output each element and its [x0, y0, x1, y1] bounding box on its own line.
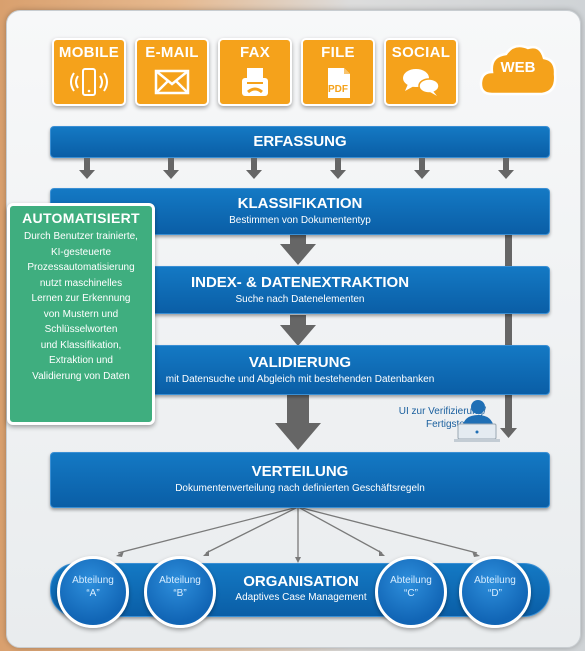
- automation-line: Durch Benutzer trainierte,: [24, 231, 138, 242]
- chat-bubbles-icon: [403, 69, 440, 96]
- source-web-label: WEB: [500, 59, 536, 76]
- department-c: Abteilung “C”: [375, 556, 447, 628]
- stage-validation-title: VALIDIERUNG: [248, 354, 352, 371]
- source-fax: FAX: [218, 38, 292, 106]
- source-social-label: SOCIAL: [391, 44, 451, 61]
- automation-box: AUTOMATISIERT Durch Benutzer trainierte,…: [7, 203, 155, 425]
- automation-text: Durch Benutzer trainierte, KI-gesteuerte…: [10, 229, 152, 384]
- automation-line: Prozessautomatisierung: [27, 262, 135, 273]
- right-bypass-arrow: [500, 233, 517, 438]
- stage-classification-subtitle: Bestimmen von Dokumententyp: [229, 215, 371, 226]
- automation-line: und Klassifikation,: [40, 339, 122, 351]
- source-email-label: E-MAIL: [145, 44, 199, 61]
- automation-line: Schlüsselworten: [44, 324, 118, 335]
- source-email: E-MAIL: [135, 38, 209, 106]
- organisation-subtitle: Adaptives Case Management: [235, 592, 367, 603]
- stage-extraction-subtitle: Suche nach Datenelementen: [235, 294, 365, 305]
- source-mobile-label: MOBILE: [58, 44, 120, 61]
- source-mobile: MOBILE: [52, 38, 126, 106]
- department-b-name: Abteilung: [159, 575, 201, 586]
- department-b-letter: “B”: [173, 588, 187, 599]
- stage-distribution-title: VERTEILUNG: [251, 463, 349, 480]
- automation-line: Validierung von Daten: [32, 370, 130, 382]
- source-fax-label: FAX: [239, 44, 271, 61]
- source-social: SOCIAL: [384, 38, 458, 106]
- envelope-icon: [154, 69, 190, 95]
- department-b: Abteilung “B”: [144, 556, 216, 628]
- automation-line: von Mustern und: [43, 308, 119, 320]
- stage-extraction-title: INDEX- & DATENEXTRAKTION: [190, 274, 410, 291]
- stage-distribution-subtitle: Dokumentenverteilung nach definierten Ge…: [175, 483, 425, 494]
- automation-line: KI-gesteuerte: [50, 246, 112, 258]
- department-c-letter: “C”: [404, 588, 418, 599]
- source-file: FILE PDF: [301, 38, 375, 106]
- department-a: Abteilung “A”: [57, 556, 129, 628]
- department-d-letter: “D”: [488, 588, 502, 599]
- automation-title: AUTOMATISIERT: [22, 210, 140, 226]
- ui-verification-line2: Fertigstellung: [425, 419, 486, 430]
- automation-line: nutzt maschinelles: [39, 277, 123, 289]
- organisation-title: ORGANISATION: [243, 573, 359, 590]
- mobile-phone-icon: [70, 68, 108, 96]
- cloud-icon: [479, 44, 557, 96]
- source-web: WEB: [478, 40, 558, 102]
- classification-to-extraction-arrow: [280, 235, 316, 265]
- stage-distribution: VERTEILUNG Dokumentenverteilung nach def…: [50, 452, 550, 508]
- department-d-name: Abteilung: [474, 575, 516, 586]
- ui-verification-line1: UI zur Verifizierung/: [398, 406, 486, 417]
- stage-capture: ERFASSUNG: [50, 126, 550, 158]
- stage-classification-title: KLASSIFIKATION: [237, 195, 363, 212]
- extraction-to-validation-arrow: [280, 315, 316, 346]
- automation-line: Lernen zur Erkennung: [31, 293, 131, 304]
- user-at-laptop-icon: [454, 400, 500, 442]
- ui-verification-label: UI zur Verifizierung/ Fertigstellung: [376, 405, 486, 431]
- automation-line: Extraktion und: [49, 355, 113, 366]
- capture-to-classification-arrows: [79, 158, 514, 179]
- stage-capture-title: ERFASSUNG: [253, 133, 347, 150]
- department-d: Abteilung “D”: [459, 556, 531, 628]
- department-c-name: Abteilung: [390, 575, 432, 586]
- fax-icon: [242, 68, 268, 96]
- distribution-lines: [117, 506, 478, 558]
- validation-to-distribution-arrow: [275, 395, 321, 450]
- stage-validation-subtitle: mit Datensuche und Abgleich mit bestehen…: [165, 374, 435, 385]
- pdf-label: PDF: [328, 84, 348, 95]
- pdf-file-icon: [328, 68, 350, 98]
- source-file-label: FILE: [321, 44, 355, 61]
- department-a-letter: “A”: [86, 588, 100, 599]
- department-a-name: Abteilung: [72, 575, 114, 586]
